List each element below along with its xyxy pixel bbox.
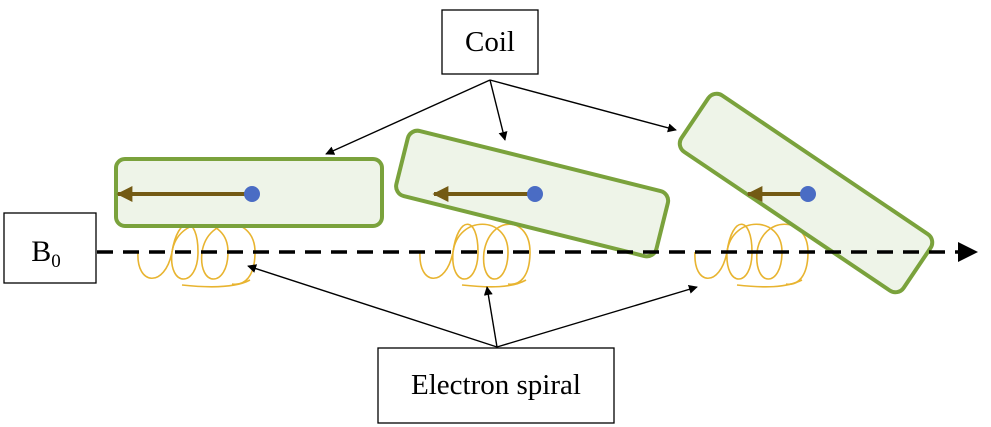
coil-horizontal bbox=[114, 157, 384, 228]
electron-spiral-1 bbox=[137, 223, 256, 288]
electron-spiral-3 bbox=[694, 223, 809, 288]
electron-dot bbox=[800, 186, 816, 202]
electron-spiral-label: Electron spiral bbox=[377, 347, 615, 424]
electron-spiral-2 bbox=[419, 223, 531, 288]
svg-text:B0: B0 bbox=[31, 235, 61, 272]
electron-dot bbox=[244, 186, 260, 202]
spiral-pointers bbox=[247, 264, 698, 348]
coil-label-text: Coil bbox=[465, 26, 515, 58]
electron-dot bbox=[527, 186, 543, 202]
electron-spiral-label-text: Electron spiral bbox=[411, 369, 581, 401]
coil-label: Coil bbox=[441, 9, 539, 75]
b0-label: B0 bbox=[3, 212, 97, 284]
coil-tilted-medium bbox=[394, 128, 671, 259]
coil-tilted-steep bbox=[677, 91, 935, 295]
coil-pointers bbox=[325, 79, 677, 155]
b0-label-main: B bbox=[31, 235, 51, 268]
b0-label-subscript: 0 bbox=[51, 251, 61, 272]
b0-axis-arrowhead bbox=[958, 242, 978, 262]
